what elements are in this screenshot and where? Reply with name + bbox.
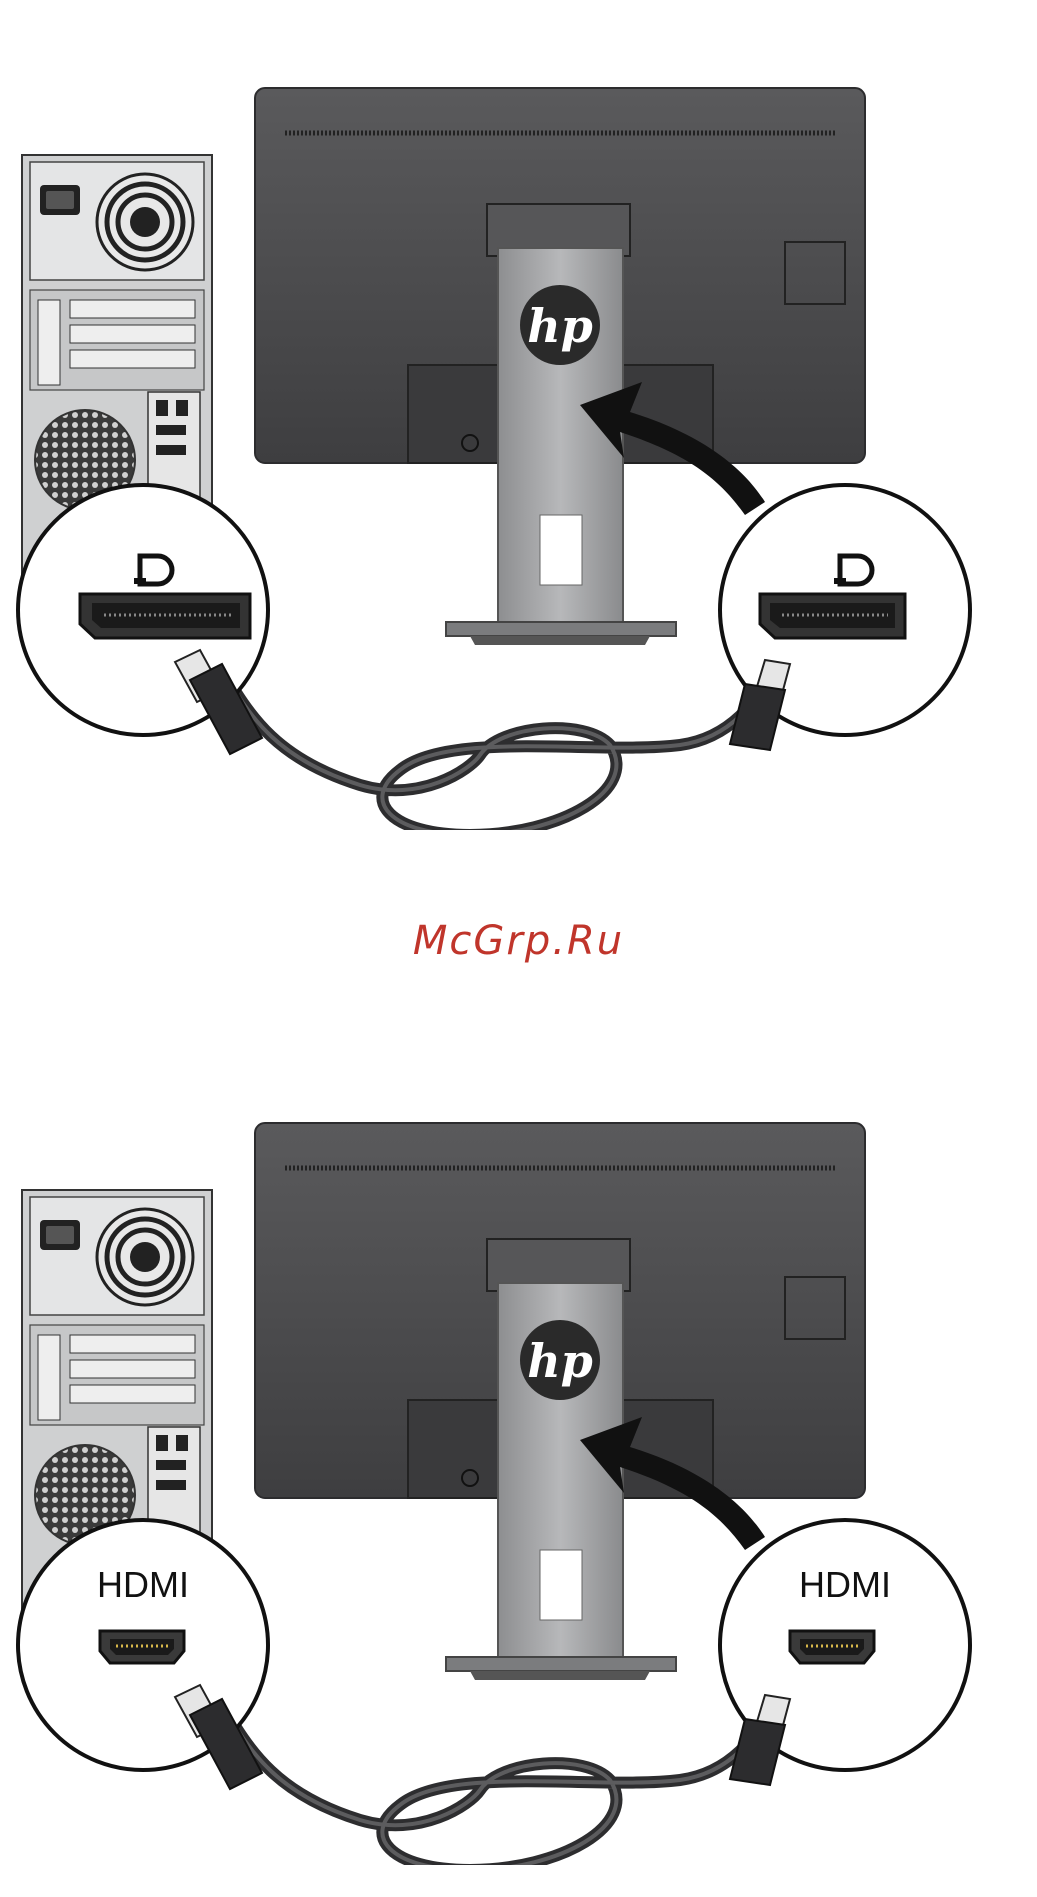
hdmi-port-label: HDMI [97,1564,189,1605]
hdmi-connector-icon [790,1631,874,1663]
hp-logo-text: hp [527,1334,593,1388]
fan-icon [97,174,193,270]
hp-logo-text: hp [527,299,593,353]
hdmi-port-label: HDMI [799,1564,891,1605]
displayport-connection-diagram: hp [0,0,1037,830]
hdmi-connector-icon [100,1631,184,1663]
watermark-text: McGrp.Ru [0,918,1037,964]
video-cable [220,1700,770,1865]
hp-logo: hp [520,285,600,365]
displayport-illustration: hp [0,0,1037,830]
power-socket-icon [40,185,80,215]
hp-logo: hp [520,1320,600,1400]
fan-icon [97,1209,193,1305]
video-cable [220,665,770,830]
hdmi-illustration: hp HDMI HDMI [0,1035,1037,1865]
hdmi-connection-diagram: hp HDMI HDMI [0,1035,1037,1865]
power-socket-icon [40,1220,80,1250]
displayport-connector-icon [80,594,250,638]
displayport-connector-icon [760,594,905,638]
